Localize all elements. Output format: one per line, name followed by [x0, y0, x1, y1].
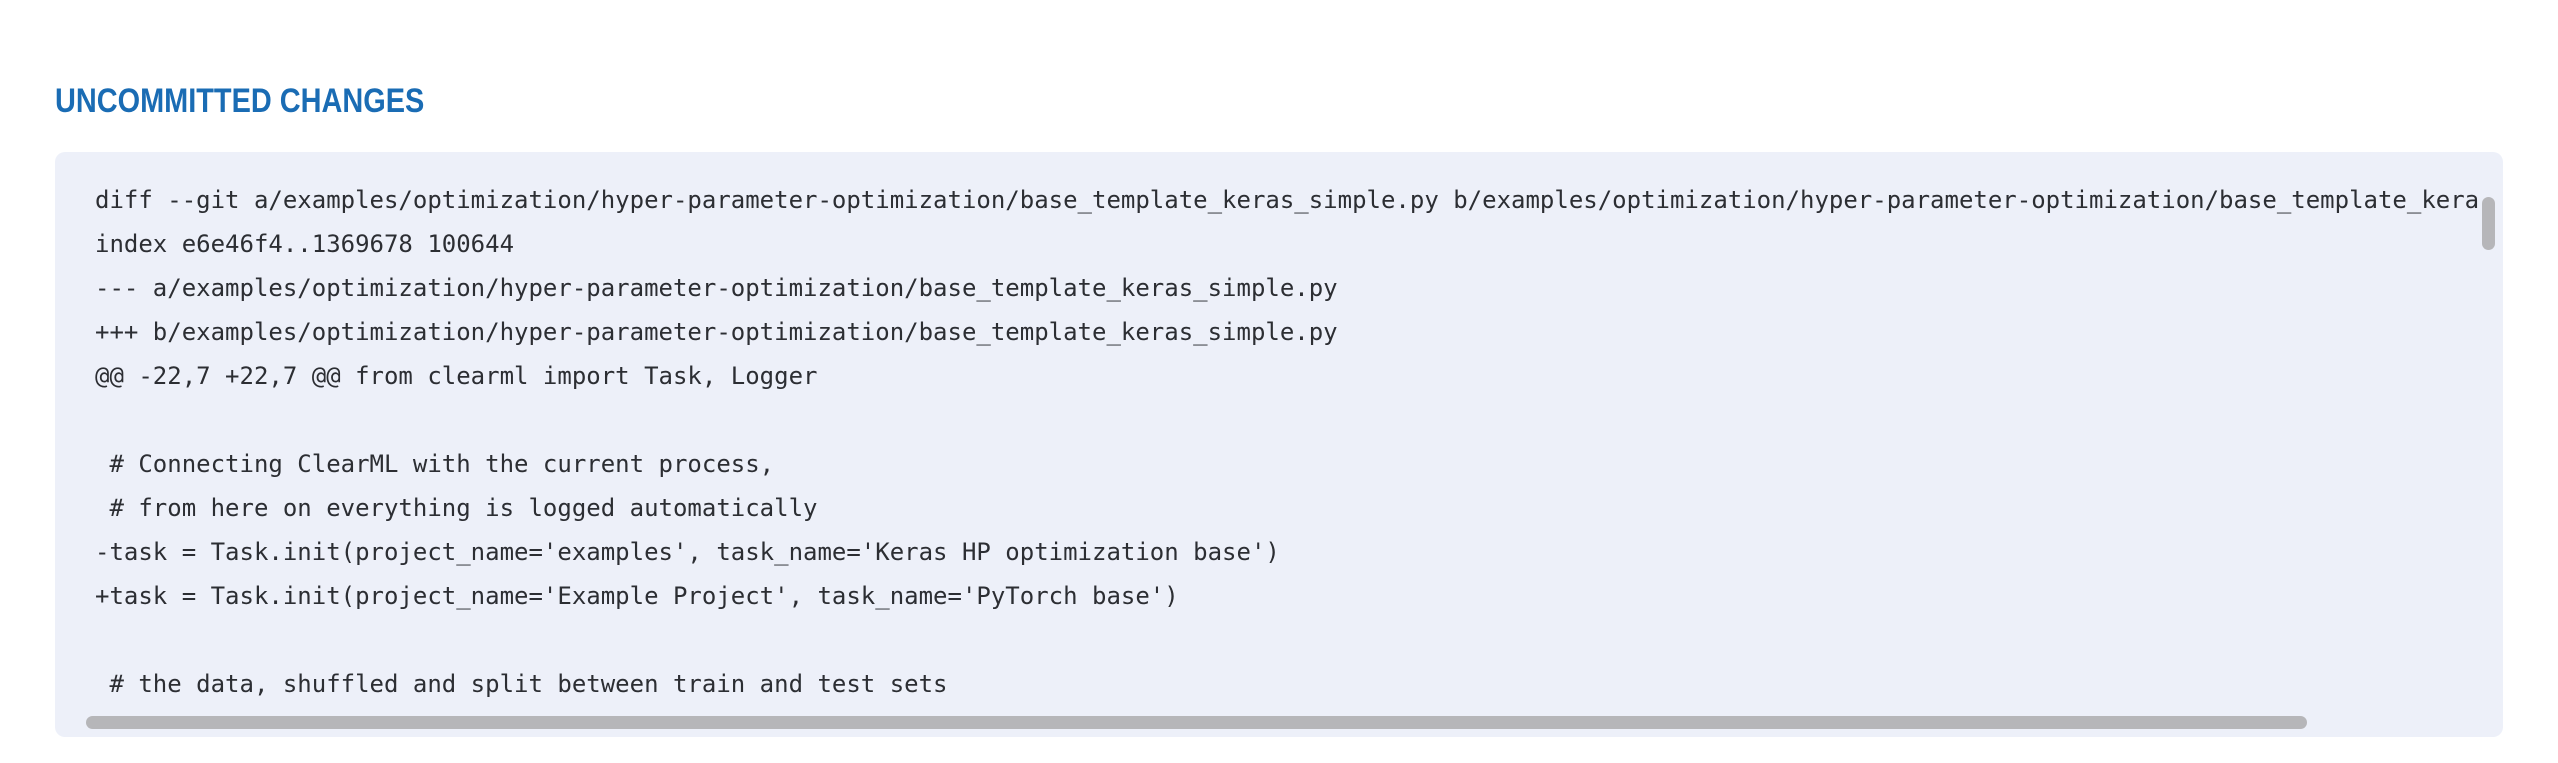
diff-line: +task = Task.init(project_name='Example …	[95, 582, 1179, 610]
diff-line: +++ b/examples/optimization/hyper-parame…	[95, 318, 1338, 346]
diff-line: -task = Task.init(project_name='examples…	[95, 538, 1280, 566]
diff-line: @@ -22,7 +22,7 @@ from clearml import Ta…	[95, 362, 818, 390]
diff-line	[95, 618, 2479, 662]
diff-line	[95, 398, 2479, 442]
vertical-scrollbar-thumb[interactable]	[2482, 197, 2495, 250]
diff-line: --- a/examples/optimization/hyper-parame…	[95, 274, 1338, 302]
diff-line: index e6e46f4..1369678 100644	[95, 230, 515, 258]
horizontal-scrollbar-thumb[interactable]	[86, 716, 2307, 729]
section-title: UNCOMMITTED CHANGES	[55, 82, 425, 120]
diff-viewer-panel[interactable]: diff --git a/examples/optimization/hyper…	[55, 152, 2503, 737]
diff-line: diff --git a/examples/optimization/hyper…	[95, 186, 2479, 214]
diff-line: # the data, shuffled and split between t…	[95, 670, 948, 698]
diff-line: # Connecting ClearML with the current pr…	[95, 450, 775, 478]
diff-line: # from here on everything is logged auto…	[95, 494, 818, 522]
diff-content: diff --git a/examples/optimization/hyper…	[95, 178, 2479, 715]
